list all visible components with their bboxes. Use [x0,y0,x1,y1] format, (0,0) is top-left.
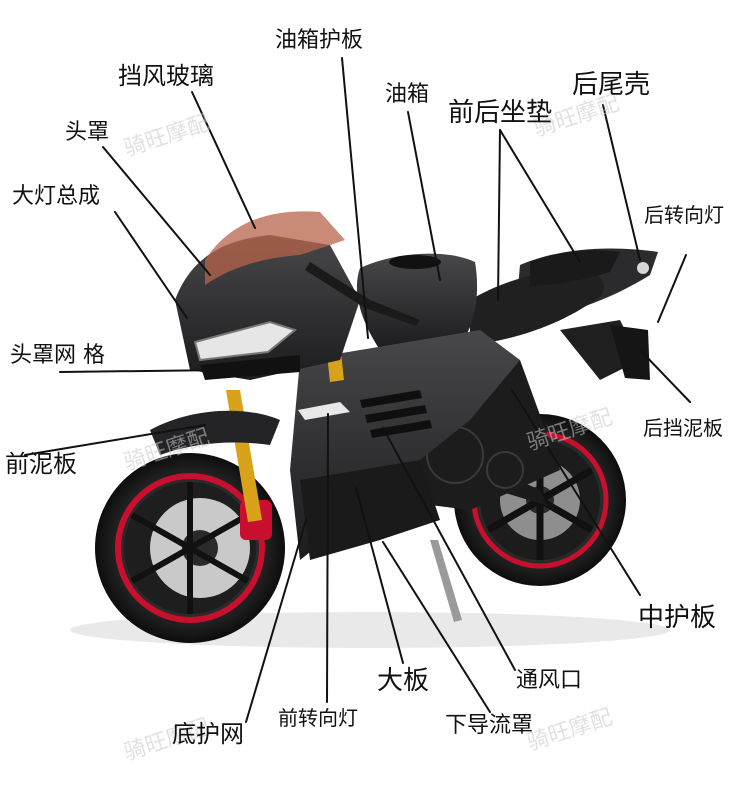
label-head-cover-grille: 头罩网 格 [10,343,105,368]
label-large-panel: 大板 [377,666,430,696]
label-headlight-assembly: 大灯总成 [12,184,101,209]
leader-head-cover [102,146,211,276]
label-rear-fender: 后挡泥板 [643,416,723,440]
label-front-rear-seat: 前后坐垫 [448,98,553,128]
label-fuel-tank-cover: 油箱护板 [275,28,364,53]
leader-grille [59,369,226,373]
label-lower-air-guide: 下导流罩 [445,713,534,738]
headlight-shape [193,320,298,362]
leader-headlight [114,211,188,319]
fuel-tank-shape [356,253,478,350]
side-stand [430,540,462,622]
grille-shape [200,355,300,380]
leader-bottom-grille [245,519,307,723]
label-bottom-grille: 底护网 [172,720,244,748]
leader-rear-turn-signal [657,254,687,323]
leader-rear-fender [639,349,691,403]
leader-fuel-tank-cover [341,57,369,339]
leader-front-turn-signal [326,413,329,703]
label-middle-guard: 中护板 [638,603,717,633]
label-head-cover: 头罩 [65,120,110,145]
leader-seat-a [497,129,501,301]
label-windshield: 挡风玻璃 [118,62,214,90]
leader-windshield [191,91,256,229]
label-front-turn-signal: 前转向灯 [278,706,358,730]
label-rear-turn-signal: 后转向灯 [644,203,724,227]
rear-turn-signal-shape [637,262,649,274]
leader-lower-air-guide [382,541,491,713]
leader-seat-b [499,129,581,263]
leader-fuel-tank [407,111,441,281]
leader-large-panel [355,487,404,664]
leader-air-vent [382,427,516,671]
windshield-shape [205,211,345,285]
lower-fairing-shape [300,460,440,560]
leader-rear-tail-shell [602,104,641,261]
handlebar-shape [305,262,420,326]
label-front-fender: 前泥板 [5,450,77,478]
label-fuel-tank: 油箱 [385,82,430,107]
front-turn-signal-shape [298,402,350,420]
leader-front-fender [24,424,206,456]
rear-fender-shape [610,325,650,380]
label-rear-tail-shell: 后尾壳 [572,70,651,100]
seat-shape [470,268,604,345]
label-air-vent: 通风口 [516,668,583,693]
front-wheel [95,453,285,643]
leader-middle-guard [511,389,641,596]
front-fender-shape [150,410,280,455]
